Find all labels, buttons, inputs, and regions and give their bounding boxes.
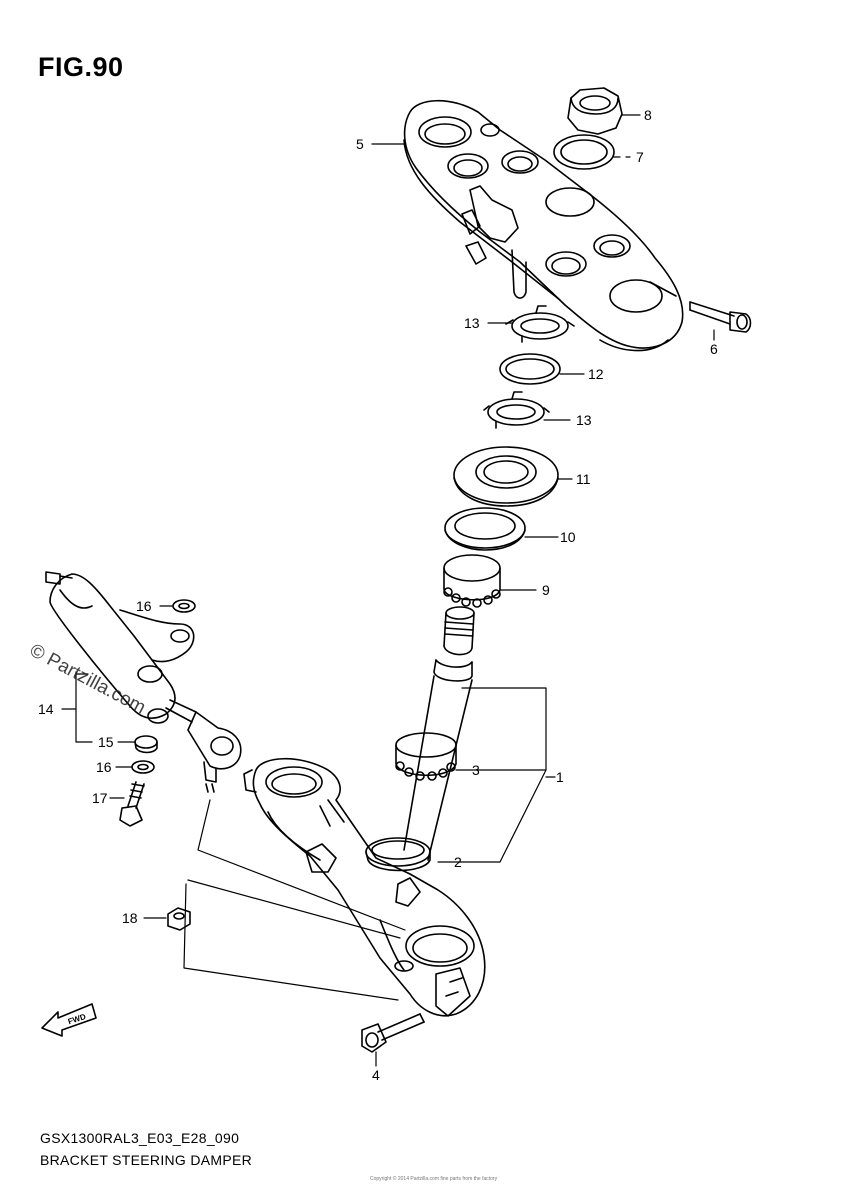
bolt-part-6 (689, 301, 752, 333)
callout-2: 2 (454, 854, 462, 870)
dust-seal-part-11 (453, 446, 559, 507)
bearing-part-9 (443, 554, 501, 608)
washer-part-7 (553, 134, 615, 170)
figure-title: FIG.90 (38, 52, 124, 82)
callout-14: 14 (38, 701, 54, 717)
lock-washer-part-13-upper (505, 305, 575, 343)
callout-13-upper: 13 (464, 315, 480, 331)
fine-print: Copyright © 2014 Partzilla.com fine part… (370, 1176, 498, 1182)
callout-16-lower: 16 (96, 759, 112, 775)
callout-6: 6 (710, 341, 718, 357)
callout-18: 18 (122, 910, 138, 926)
bolt-part-4 (361, 1013, 425, 1053)
steering-damper-part-14 (45, 571, 242, 793)
washer-part-16-lower (131, 760, 155, 774)
callout-4: 4 (372, 1067, 380, 1083)
seal-part-2 (365, 837, 431, 872)
bolt-part-17 (119, 781, 145, 827)
callout-5: 5 (356, 136, 364, 152)
figure-name: BRACKET STEERING DAMPER (40, 1152, 253, 1168)
washer-part-16-upper (172, 599, 196, 613)
leader-lines (61, 114, 715, 1067)
callout-11: 11 (576, 471, 591, 487)
callout-1: 1 (556, 769, 564, 785)
callout-labels: 5 8 7 6 13 12 13 11 10 9 3 1 2 14 16 15 … (38, 107, 718, 1083)
lock-washer-part-13-lower (483, 391, 550, 429)
callout-3: 3 (472, 762, 480, 778)
callout-16-upper: 16 (136, 598, 152, 614)
washer-part-12 (499, 353, 561, 385)
callout-13-lower: 13 (576, 412, 592, 428)
stem-nut-part-8 (567, 87, 623, 135)
race-part-10 (444, 507, 526, 551)
callout-9: 9 (542, 582, 550, 598)
nut-part-18 (167, 907, 191, 931)
callout-8: 8 (644, 107, 652, 123)
bearing-part-3 (395, 732, 457, 781)
callout-10: 10 (560, 529, 576, 545)
callout-15: 15 (98, 734, 114, 750)
callout-12: 12 (588, 366, 604, 382)
fwd-arrow-icon: FWD (41, 1003, 97, 1037)
upper-bracket-part-5 (403, 100, 684, 352)
callout-17: 17 (92, 790, 108, 806)
spacer-part-15 (134, 735, 158, 754)
figure-code: GSX1300RAL3_E03_E28_090 (40, 1130, 240, 1146)
callout-7: 7 (636, 149, 644, 165)
lower-bracket-part-1 (243, 606, 486, 1017)
